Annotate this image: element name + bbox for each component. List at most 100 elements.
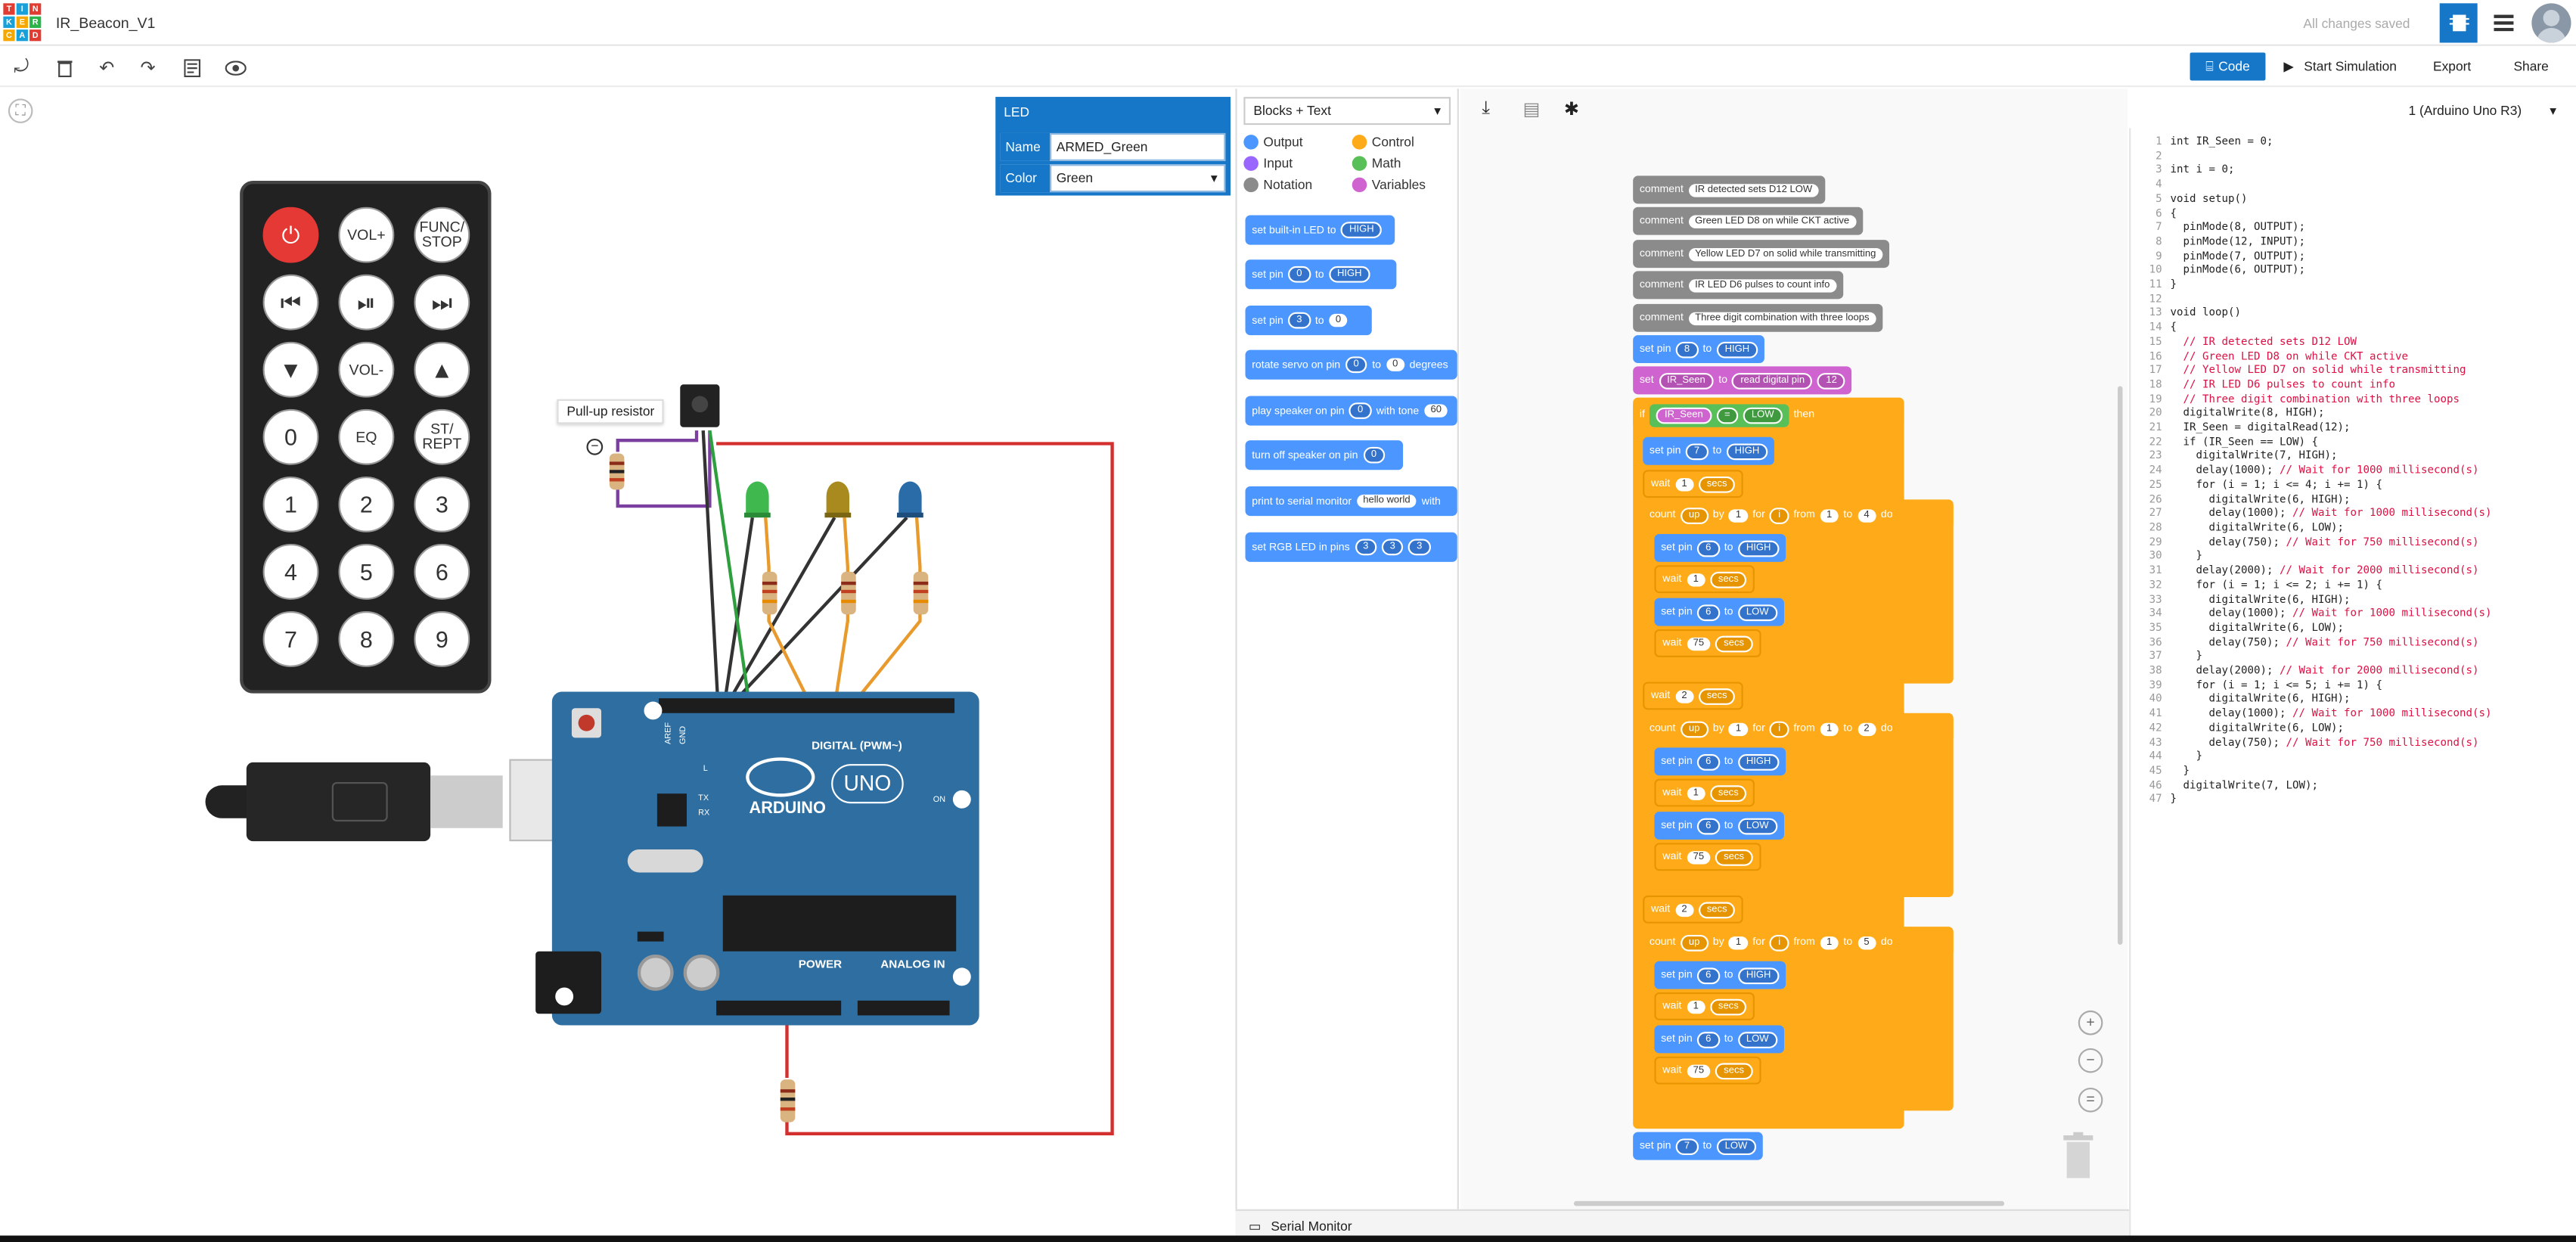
rewind-icon[interactable]: ⏮ [262, 274, 319, 331]
user-avatar[interactable] [2531, 3, 2571, 43]
color-select[interactable]: Green▾ [1050, 164, 1226, 193]
rotate-icon[interactable]: ⤾ [14, 56, 29, 77]
horizontal-scrollbar[interactable] [1573, 1200, 2005, 1206]
board-select[interactable]: 1 (Arduino Uno R3) ▾ [2408, 103, 2556, 119]
undo-icon[interactable]: ↶ [99, 58, 115, 79]
zoom-out-icon[interactable]: − [2078, 1048, 2103, 1073]
category-notation[interactable]: Notation [1243, 177, 1312, 193]
red-wire[interactable] [716, 442, 1114, 1135]
usb-plug[interactable] [246, 762, 431, 842]
zoom-reset-icon[interactable]: = [2078, 1087, 2103, 1113]
remote-2-button[interactable]: 2 [338, 476, 395, 533]
eq-button[interactable]: EQ [338, 408, 395, 465]
pullup-resistor[interactable] [609, 453, 625, 490]
black-wire-led1[interactable] [722, 517, 755, 704]
st-rept-button[interactable]: ST/ REPT [414, 408, 470, 465]
down-arrow-icon[interactable]: ▼ [262, 341, 319, 398]
redo-icon[interactable]: ↷ [140, 58, 156, 79]
ir-remote[interactable]: ⏻ VOL+ FUNC/ STOP ⏮ ⏯ ⏭ ▼ VOL- ▲ 0 EQ ST… [240, 180, 492, 694]
resistor-1[interactable] [762, 571, 777, 615]
fast-forward-icon[interactable]: ⏭ [414, 274, 470, 331]
share-button[interactable]: Share [2513, 59, 2549, 74]
remote-9-button[interactable]: 9 [414, 611, 470, 667]
resistor-power[interactable] [780, 1079, 796, 1122]
category-variables[interactable]: Variables [1352, 177, 1426, 193]
code-button[interactable]: ⌸ Code [2190, 52, 2266, 81]
vol-down-button[interactable]: VOL- [338, 341, 395, 398]
black-wire-ir[interactable] [701, 430, 720, 703]
start-simulation-button[interactable]: ▶ Start Simulation [2283, 59, 2397, 74]
remote-3-button[interactable]: 3 [414, 476, 470, 533]
remote-7-button[interactable]: 7 [262, 611, 319, 667]
download-icon[interactable]: ⤓ [1482, 98, 1490, 119]
minus-icon[interactable]: − [586, 438, 604, 455]
power-icon[interactable]: ⏻ [262, 206, 319, 263]
remote-1-button[interactable]: 1 [262, 476, 319, 533]
purple-wire-top[interactable] [616, 430, 699, 452]
green-wire[interactable] [708, 430, 751, 704]
export-button[interactable]: Export [2433, 59, 2472, 74]
led-green[interactable] [744, 481, 771, 518]
led-yellow[interactable] [824, 481, 852, 518]
black-wire-led3[interactable] [731, 516, 908, 705]
schematic-view-icon[interactable] [2484, 3, 2522, 42]
category-control[interactable]: Control [1352, 135, 1414, 150]
vertical-scrollbar[interactable] [2117, 386, 2123, 945]
code-mode-select[interactable]: Blocks + Text ▾ [1243, 97, 1451, 126]
category-input[interactable]: Input [1243, 156, 1293, 171]
project-title[interactable]: IR_Beacon_V1 [55, 14, 156, 32]
category-math[interactable]: Math [1352, 156, 1401, 171]
eye-icon[interactable] [223, 56, 246, 79]
trash-icon[interactable] [53, 56, 76, 79]
tinkercad-logo[interactable]: T I N K E R C A D [3, 3, 42, 42]
code-text[interactable]: int IR_Seen = 0; int i = 0; void setup()… [2170, 135, 2491, 807]
notes-icon[interactable] [181, 56, 203, 79]
category-output[interactable]: Output [1243, 135, 1303, 150]
name-input[interactable]: ARMED_Green [1050, 132, 1226, 161]
arduino-uno-board[interactable]: AREF GND DIGITAL (PWM~) ARDUINO UNO ON L… [535, 691, 979, 1026]
remote-0-button[interactable]: 0 [262, 408, 319, 465]
led-ir[interactable] [897, 481, 923, 518]
circuit-canvas[interactable] [0, 88, 1236, 1242]
vol-up-button[interactable]: VOL+ [338, 206, 395, 263]
debug-icon[interactable]: ✱ [1563, 100, 1579, 120]
purple-wire-bottom[interactable] [616, 430, 712, 508]
trash-bin-icon[interactable] [2062, 1132, 2094, 1178]
orange-wire-3[interactable] [849, 517, 922, 708]
remote-8-button[interactable]: 8 [338, 611, 395, 667]
fit-view-icon[interactable]: ⛶ [8, 98, 33, 123]
up-arrow-icon[interactable]: ▲ [414, 341, 470, 398]
